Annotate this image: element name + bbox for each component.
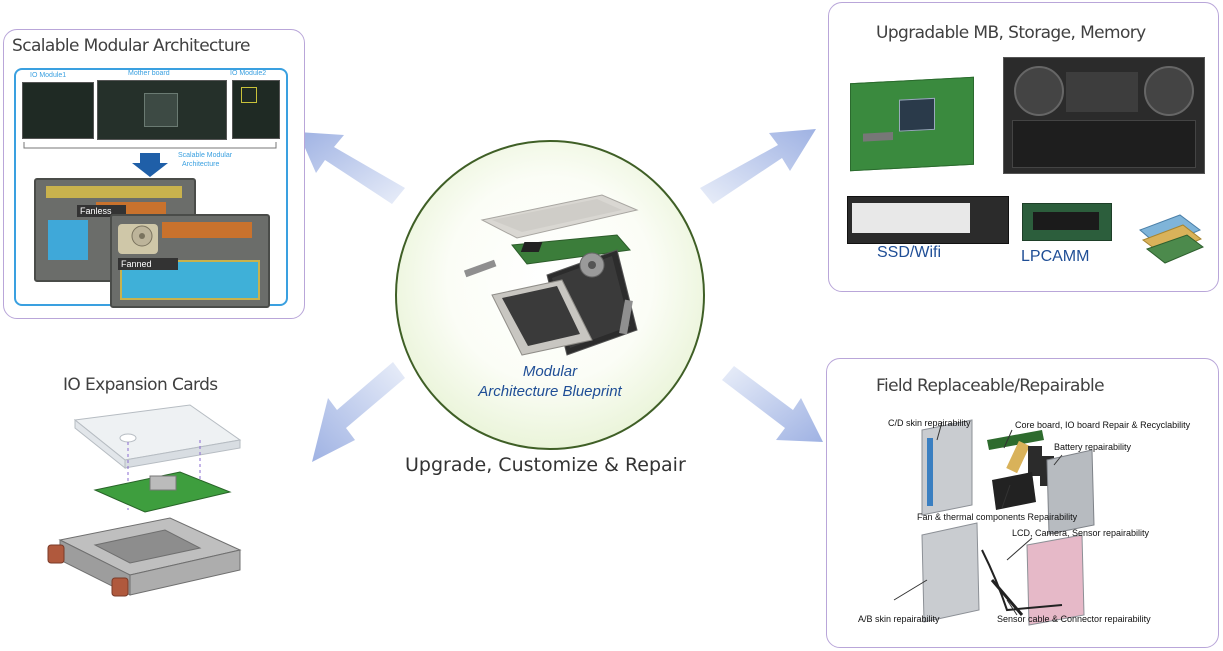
arrow-to-field: [722, 366, 823, 442]
io-module1-board: [22, 82, 94, 139]
modules-bracket: [23, 142, 277, 149]
mother-board-label: Mother board: [128, 70, 170, 77]
ssd-wifi-label: SSD/Wifi: [877, 244, 941, 261]
io-module1-label: IO Module1: [30, 72, 67, 79]
lpcamm-photo: [1022, 203, 1112, 241]
center-caption-line2: Architecture Blueprint: [478, 383, 622, 400]
motherboard-photo: [850, 76, 974, 172]
label-cd-skin: C/D skin repairability: [888, 418, 971, 428]
io-module2-board: [232, 80, 280, 139]
arrow-to-upgradable: [700, 129, 816, 204]
field-parts-illustration: [893, 419, 1095, 626]
memory-module-exploded-illustration: [1139, 214, 1204, 264]
panel-upgradable-title: Upgradable MB, Storage, Memory: [876, 23, 1146, 43]
label-ab-skin: A/B skin repairability: [858, 614, 940, 624]
lpcamm-label: LPCAMM: [1021, 248, 1090, 265]
label-lcd: LCD, Camera, Sensor repairability: [1012, 528, 1150, 538]
panel-field-title: Field Replaceable/Repairable: [876, 376, 1105, 396]
label-fan-thermal: Fan & thermal components Repairability: [917, 512, 1078, 522]
laptop-exploded-illustration: [463, 194, 639, 356]
mother-board-image: [97, 80, 227, 140]
laptop-internals-photo: [1003, 57, 1205, 174]
arrow-to-io-cards: [312, 362, 405, 462]
panel-scalable-title: Scalable Modular Architecture: [12, 36, 251, 56]
fan-icon: [131, 225, 153, 247]
fanned-tag: Fanned: [118, 258, 178, 270]
label-sensor-cable: Sensor cable & Connector repairability: [997, 614, 1151, 624]
scalable-down-arrow-icon: [132, 153, 168, 177]
scalable-label-line2: Architecture: [182, 161, 220, 168]
arrow-to-scalable: [298, 132, 405, 204]
io-module2-label: IO Module2: [230, 70, 267, 77]
io-expansion-card-illustration: [47, 404, 242, 597]
panel-io-cards-title: IO Expansion Cards: [63, 375, 218, 395]
center-caption-line1: Modular: [522, 363, 578, 380]
label-core-board: Core board, IO board Repair & Recyclabil…: [1015, 420, 1191, 430]
label-battery: Battery repairability: [1054, 442, 1132, 452]
scalable-label-line1: Scalable Modular: [178, 152, 233, 159]
center-tagline: Upgrade, Customize & Repair: [405, 454, 686, 476]
ssd-photo: [847, 196, 1009, 244]
